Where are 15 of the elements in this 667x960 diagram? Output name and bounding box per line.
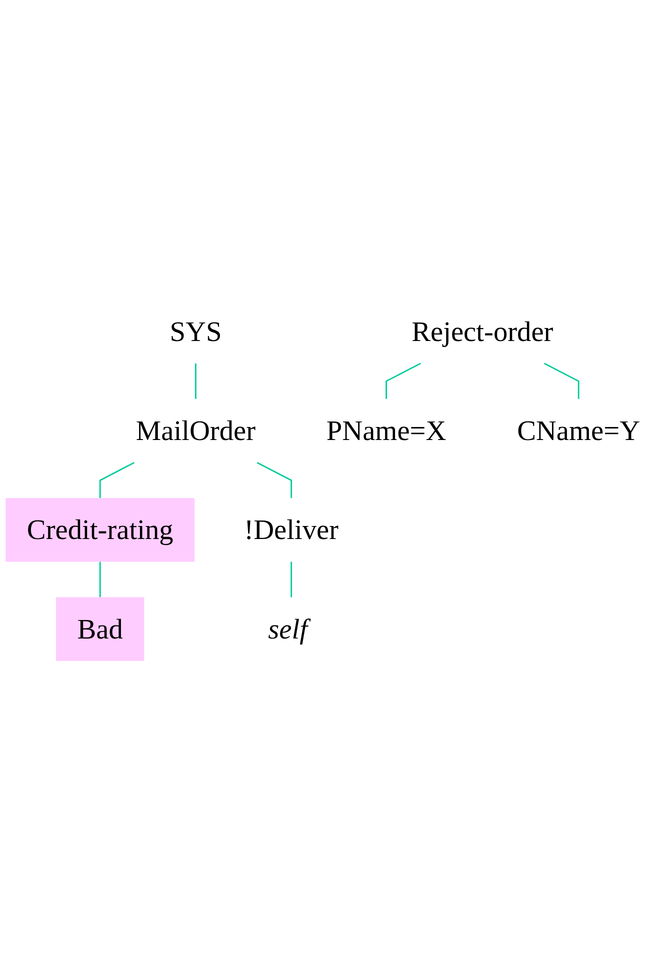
node-text: SYS — [170, 314, 222, 347]
connector — [290, 561, 292, 597]
connector — [99, 462, 135, 498]
node-text: !Deliver — [244, 513, 339, 546]
connector — [195, 363, 196, 399]
connector — [256, 462, 292, 498]
connector — [386, 362, 421, 399]
node-box: Bad — [56, 596, 144, 661]
node-box: Credit-rating — [6, 498, 195, 562]
node-text: PName=X — [326, 414, 446, 446]
node-text: Reject-order — [412, 314, 554, 347]
node-text: MailOrder — [136, 414, 256, 446]
connector — [99, 561, 101, 597]
node-text: CName=Y — [517, 414, 640, 446]
connector — [544, 362, 580, 399]
